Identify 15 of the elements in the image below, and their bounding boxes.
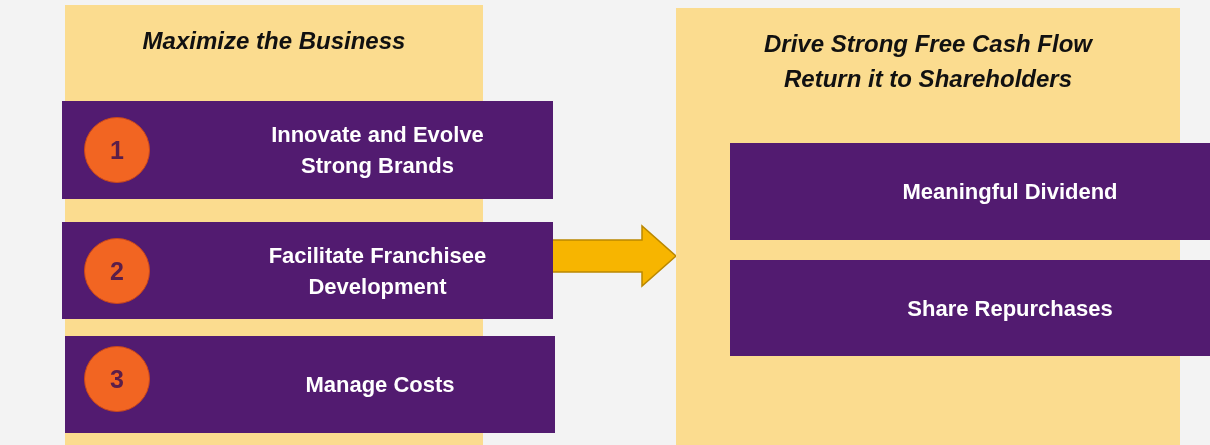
panel-heading: Maximize the Business — [141, 26, 407, 56]
item-label: Meaningful Dividend — [902, 178, 1118, 206]
item-label: Innovate and Evolve Strong Brands — [270, 121, 485, 180]
step-number: 2 — [110, 256, 124, 286]
item-label: Facilitate Franchisee Development — [267, 241, 488, 301]
panel-heading: Drive Strong Free Cash Flow Return it to Shareholders — [762, 29, 1094, 94]
item-bar — [62, 222, 553, 319]
item-bar — [730, 143, 1210, 240]
item-bar — [730, 260, 1210, 356]
step-number: 3 — [110, 364, 124, 394]
item-label: Share Repurchases — [907, 294, 1113, 323]
item-bar — [62, 101, 553, 199]
item-label: Manage Costs — [305, 371, 455, 399]
step-number: 1 — [110, 135, 124, 165]
item-bar — [65, 336, 555, 433]
